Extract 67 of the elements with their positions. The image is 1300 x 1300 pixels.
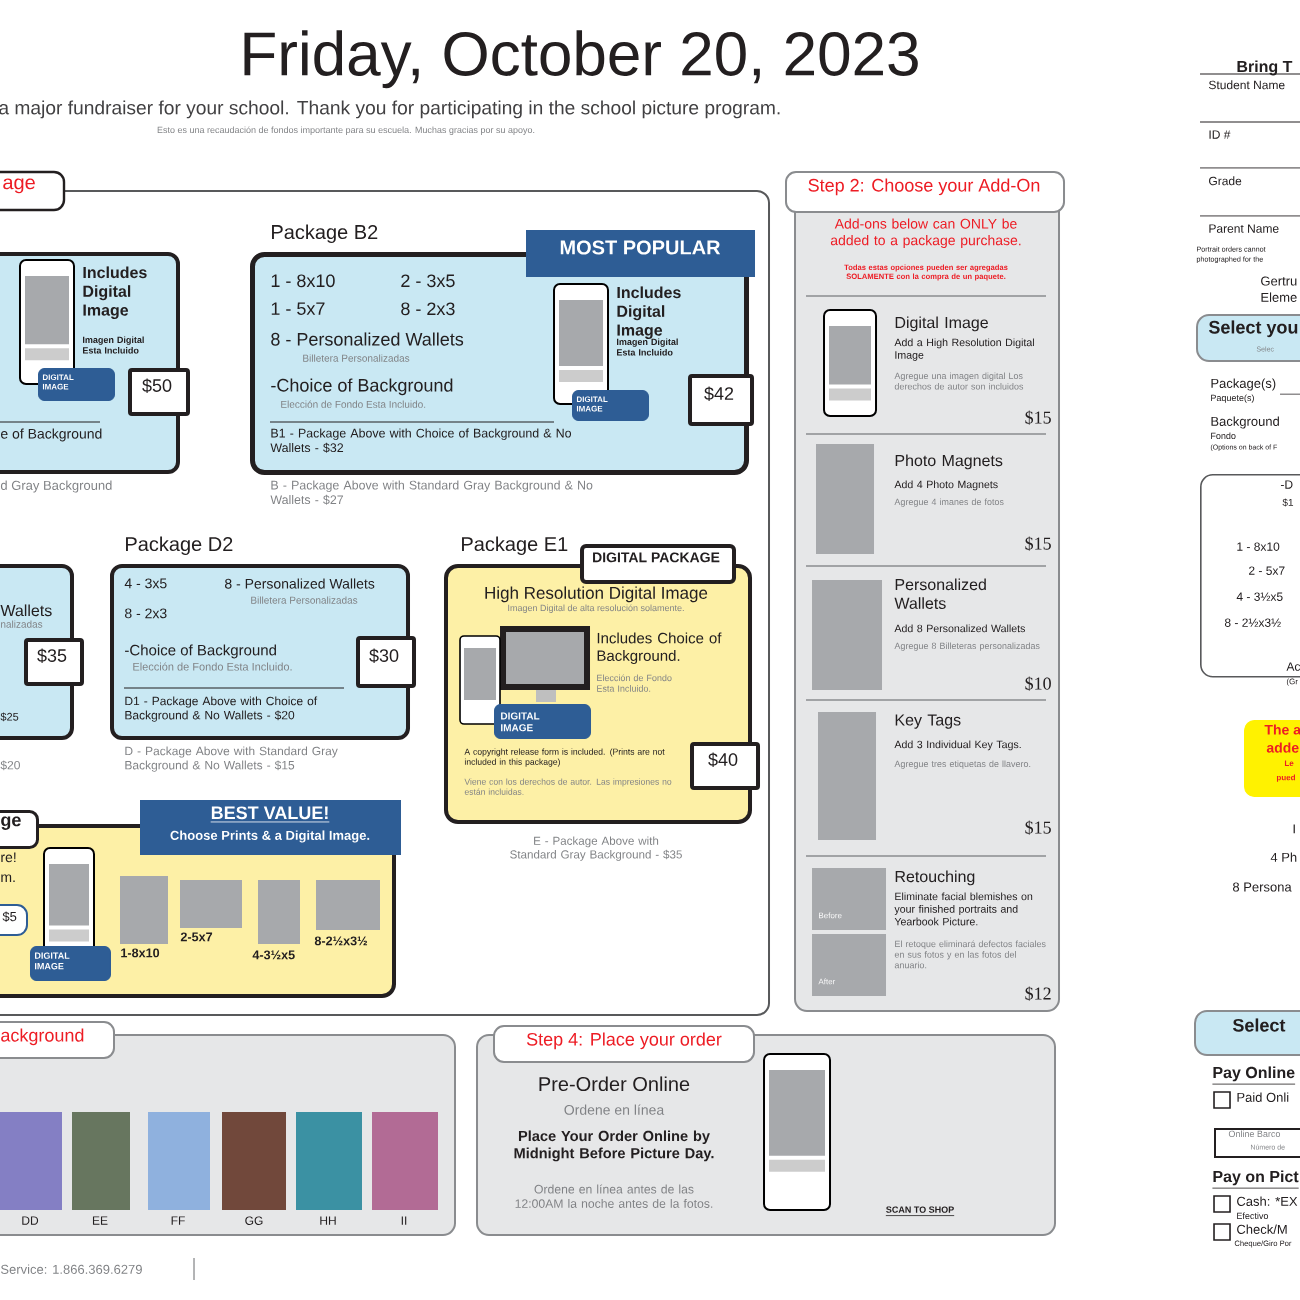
feature-text: Includes Digital Image bbox=[617, 286, 681, 339]
price-tag bbox=[690, 742, 760, 790]
price-text: $12 bbox=[1025, 986, 1051, 1001]
item-text: 2 - 3x5 bbox=[401, 274, 455, 288]
step-heading: Step 4: Place your order bbox=[526, 1032, 722, 1050]
item-text: -Choice of Background bbox=[271, 378, 453, 396]
section-title: Pre-Order Online bbox=[539, 1076, 690, 1092]
item-text: Wallets bbox=[0, 604, 52, 617]
price-pill bbox=[0, 904, 28, 936]
item-title: Key Tags bbox=[895, 714, 961, 729]
digital-image-badge bbox=[30, 946, 111, 981]
step-heading: ackground bbox=[1, 1028, 84, 1046]
banner-text: BEST VALUE! bbox=[210, 806, 330, 823]
ribbon-banner bbox=[140, 800, 401, 855]
section-header bbox=[1194, 1010, 1300, 1056]
price-tag bbox=[688, 374, 754, 426]
item-text: 8 - 2x3 bbox=[401, 302, 455, 316]
tab-text: ge bbox=[1, 816, 21, 830]
step-panel bbox=[476, 1025, 1056, 1236]
step-heading: age bbox=[3, 178, 35, 194]
section-title: Pay Online bbox=[1212, 1066, 1296, 1085]
feature-text: Includes Digital Image bbox=[83, 266, 147, 319]
title: Friday, October 20, 2023 bbox=[244, 30, 918, 89]
item-title: Retouching bbox=[895, 870, 975, 886]
digital-image-badge bbox=[38, 368, 115, 401]
package-title: Package E1 bbox=[462, 536, 568, 556]
section-title: Select you bbox=[1208, 320, 1298, 338]
price-tag bbox=[24, 638, 84, 686]
step-panel bbox=[785, 171, 1065, 1012]
item-text: 1 - 8x10 bbox=[271, 274, 335, 288]
price-text: $35 bbox=[37, 648, 67, 663]
item-text: 1 - 5x7 bbox=[271, 302, 325, 315]
feature-text: High Resolution Digital Image bbox=[485, 586, 708, 603]
price-text: $50 bbox=[142, 378, 172, 393]
price-tag bbox=[356, 636, 416, 688]
subtitle-text: a major fundraiser for your school. Thank you for participating in the school picture program. bbox=[0, 100, 780, 119]
digital-image-badge bbox=[494, 704, 591, 739]
price-text: $40 bbox=[708, 752, 738, 767]
price-text: $42 bbox=[704, 386, 734, 401]
package-title: Package B2 bbox=[272, 224, 378, 244]
item-title: Digital Image bbox=[895, 316, 988, 332]
package-title: Package D2 bbox=[126, 536, 233, 556]
notice-box bbox=[1244, 720, 1300, 797]
tab-label bbox=[0, 810, 39, 849]
price-text: $15 bbox=[1025, 410, 1051, 425]
price-text: $15 bbox=[1025, 536, 1051, 551]
tab-label bbox=[580, 544, 736, 584]
item-title: Photo Magnets bbox=[895, 454, 1003, 470]
digital-image-badge bbox=[572, 390, 649, 421]
step-panel bbox=[0, 1021, 456, 1236]
package-box bbox=[250, 224, 749, 505]
section-title: Select bbox=[1232, 1018, 1286, 1032]
ribbon-banner bbox=[526, 230, 755, 277]
item-text: 8 - Personalized Wallets bbox=[271, 332, 464, 346]
price-text: $30 bbox=[369, 648, 399, 663]
banner-text: MOST POPULAR bbox=[560, 240, 721, 255]
form-title: Bring T bbox=[1237, 60, 1293, 76]
package-list-box bbox=[1200, 474, 1300, 686]
item-title: Personalized Wallets bbox=[894, 578, 986, 609]
price-text: $15 bbox=[1025, 820, 1051, 835]
step-heading: Step 2: Choose your Add-On bbox=[808, 178, 1040, 196]
section-title: Pay on Pict bbox=[1212, 1170, 1300, 1189]
price-tag bbox=[128, 368, 190, 416]
package-box bbox=[110, 536, 410, 772]
price-text: $10 bbox=[1025, 676, 1051, 691]
section-header bbox=[1196, 314, 1300, 362]
input-field bbox=[1214, 1128, 1300, 1158]
